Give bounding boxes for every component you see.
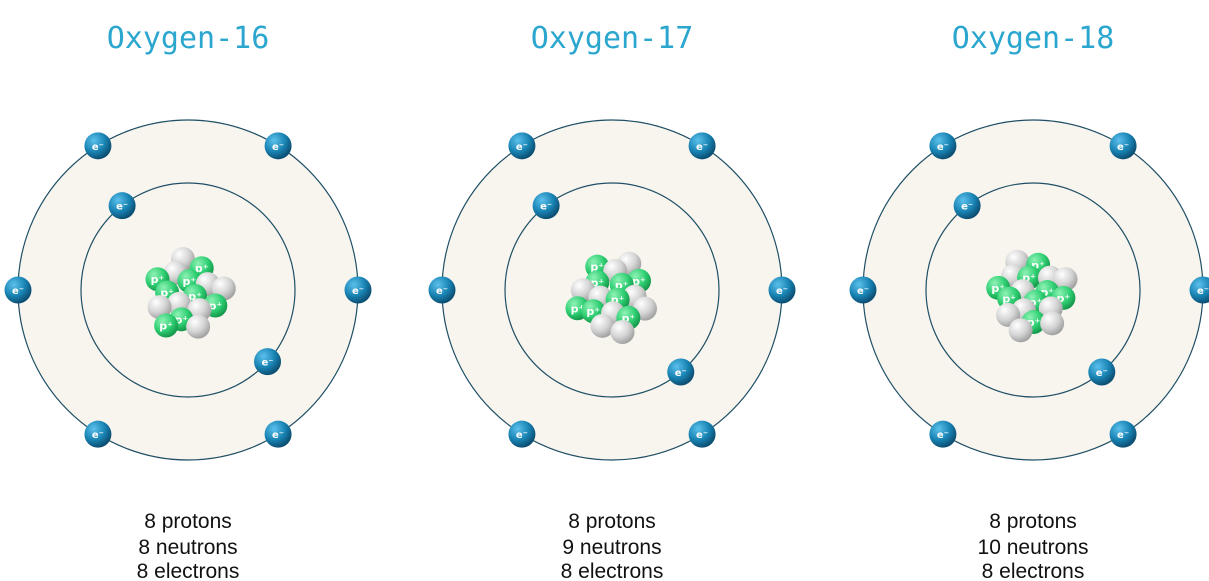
electron [768,276,796,304]
electron [508,132,536,160]
caption-line: 9 neutrons [562,536,661,559]
electron [1109,420,1137,448]
atom-title: Oxygen-18 [952,21,1115,56]
electron-label: e⁻ [516,142,528,153]
atom-title: Oxygen-16 [107,21,270,56]
neutron [147,295,172,320]
electron [688,132,716,160]
electron [84,132,112,160]
proton-label: p⁺ [208,299,222,312]
atom-oxygen-17: Oxygen-17p⁺p⁺p⁺p⁺p⁺p⁺p⁺p⁺e⁻e⁻e⁻e⁻e⁻e⁻e⁻e… [428,21,796,581]
electron [1088,358,1116,386]
caption-line: 8 neutrons [138,536,237,559]
electron [4,276,32,304]
neutron [1008,318,1033,343]
proton [154,313,179,338]
electron [1189,276,1209,304]
caption-line: 8 electrons [982,560,1085,581]
electron-label: e⁻ [937,430,949,441]
atom-title: Oxygen-17 [531,21,694,56]
electron-label: e⁻ [675,368,687,379]
neutron [1040,311,1065,336]
caption-line: 8 electrons [561,560,664,581]
electron [254,348,282,376]
electron [1109,132,1137,160]
electron-label: e⁻ [516,430,528,441]
electron [84,420,112,448]
caption-line: 8 protons [144,510,232,533]
electron [264,420,292,448]
electron-label: e⁻ [261,358,273,369]
caption-line: 8 electrons [137,560,240,581]
electron-label: e⁻ [116,202,128,213]
neutron [1053,267,1078,292]
proton-label: p⁺ [571,302,585,315]
electron-label: e⁻ [1197,286,1209,297]
electron [108,192,136,220]
electron-label: e⁻ [272,430,284,441]
proton-label: p⁺ [1002,292,1016,305]
electron-label: e⁻ [92,142,104,153]
electron [849,276,877,304]
electron [929,132,957,160]
electron-label: e⁻ [436,286,448,297]
electron-label: e⁻ [352,286,364,297]
electron [264,132,292,160]
proton-label: p⁺ [586,305,600,318]
electron-label: e⁻ [272,142,284,153]
electron [929,420,957,448]
caption-line: 8 protons [989,510,1077,533]
electron [428,276,456,304]
caption-line: 10 neutrons [978,536,1089,559]
electron-label: e⁻ [961,202,973,213]
electron-label: e⁻ [857,286,869,297]
electron [532,192,560,220]
proton-label: p⁺ [632,275,646,288]
electron [508,420,536,448]
proton-label: p⁺ [195,262,209,275]
proton-label: p⁺ [159,320,173,333]
electron-label: e⁻ [92,430,104,441]
electron [688,420,716,448]
electron-label: e⁻ [937,142,949,153]
caption-line: 8 protons [568,510,656,533]
electron-label: e⁻ [540,202,552,213]
electron-label: e⁻ [1096,368,1108,379]
electron-label: e⁻ [1117,430,1129,441]
electron-label: e⁻ [776,286,788,297]
proton-label: p⁺ [175,313,189,326]
electron-label: e⁻ [696,430,708,441]
proton-label: p⁺ [590,261,604,274]
electron [953,192,981,220]
electron [344,276,372,304]
neutron [610,319,635,344]
neutron [186,314,211,339]
atom-oxygen-18: Oxygen-18p⁺p⁺p⁺p⁺p⁺p⁺p⁺p⁺e⁻e⁻e⁻e⁻e⁻e⁻e⁻e… [849,21,1209,581]
neutron [590,313,615,338]
electron-label: e⁻ [696,142,708,153]
atom-oxygen-16: Oxygen-16p⁺p⁺p⁺p⁺p⁺p⁺p⁺p⁺e⁻e⁻e⁻e⁻e⁻e⁻e⁻e… [4,21,372,581]
electron-label: e⁻ [12,286,24,297]
electron-label: e⁻ [1117,142,1129,153]
electron [667,358,695,386]
